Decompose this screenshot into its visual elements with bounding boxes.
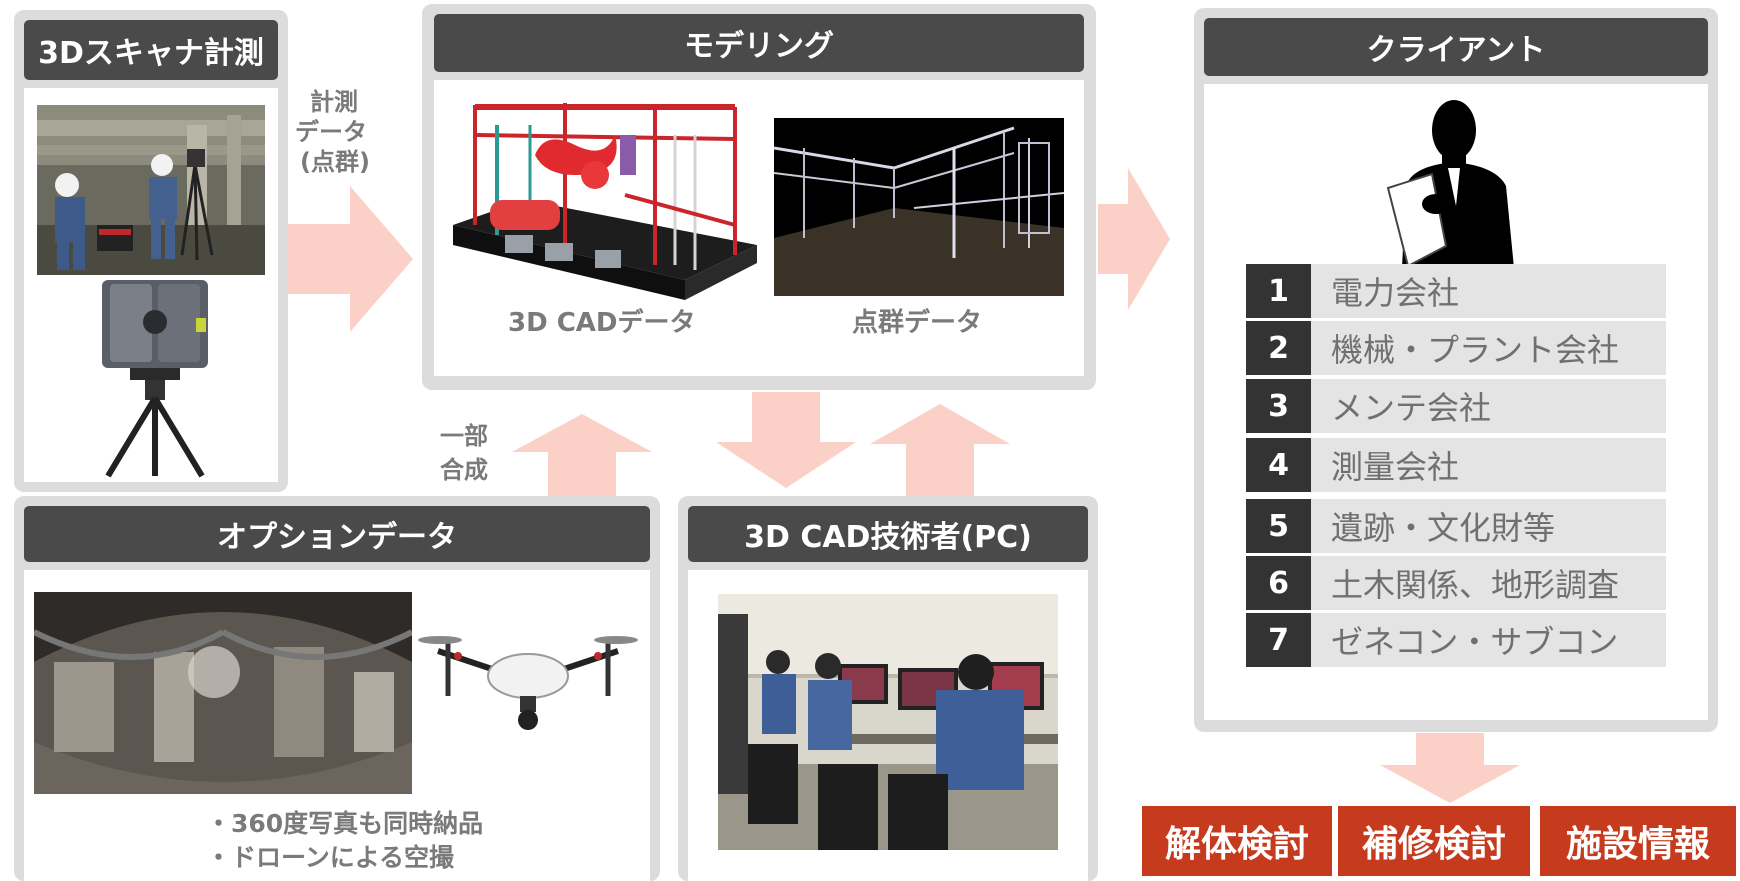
engineers-photo bbox=[718, 594, 1058, 850]
client-row-name: ゼネコン・サブコン bbox=[1311, 613, 1666, 667]
client-row: 2 機械・プラント会社 bbox=[1246, 321, 1666, 375]
client-row-number: 3 bbox=[1246, 379, 1311, 433]
point-cloud-image bbox=[774, 118, 1064, 296]
arrow-scan-to-modeling bbox=[288, 186, 413, 332]
arrow-engineers-to-modeling bbox=[870, 404, 1010, 496]
client-row-number: 6 bbox=[1246, 556, 1311, 610]
measure-data-label-line1: 計測 bbox=[310, 88, 358, 116]
client-row-number: 7 bbox=[1246, 613, 1311, 667]
arrow-client-to-outcomes bbox=[1380, 733, 1520, 803]
options-title: オプションデータ bbox=[24, 506, 650, 562]
client-row-name: 遺跡・文化財等 bbox=[1311, 499, 1666, 553]
modeling-title: モデリング bbox=[434, 14, 1084, 72]
laser-scanner-photo bbox=[90, 278, 220, 478]
client-row-number: 4 bbox=[1246, 438, 1311, 492]
client-row-number: 5 bbox=[1246, 499, 1311, 553]
options-note-360: ・360度写真も同時納品 bbox=[206, 809, 484, 838]
measure-data-label-line3: (点群) bbox=[300, 148, 370, 176]
client-row: 7 ゼネコン・サブコン bbox=[1246, 613, 1666, 667]
client-title: クライアント bbox=[1204, 18, 1708, 76]
pointcloud-data-caption: 点群データ bbox=[852, 308, 983, 338]
scanner-title: 3Dスキャナ計測 bbox=[24, 20, 278, 80]
options-note-drone: ・ドローンによる空撮 bbox=[206, 843, 455, 872]
measure-data-label-line2: データ bbox=[295, 118, 367, 146]
arrow-options-to-modeling bbox=[512, 414, 652, 496]
outcome-repair: 補修検討 bbox=[1338, 806, 1530, 876]
client-row-name: 電力会社 bbox=[1311, 264, 1666, 318]
outcome-facility-info: 施設情報 bbox=[1540, 806, 1736, 876]
cad-data-caption: 3D CADデータ bbox=[508, 308, 696, 338]
client-row-number: 1 bbox=[1246, 264, 1311, 318]
outcome-demolition: 解体検討 bbox=[1142, 806, 1332, 876]
client-row-name: メンテ会社 bbox=[1311, 379, 1666, 433]
partial-composite-label-line2: 合成 bbox=[440, 456, 488, 484]
cad-model-image bbox=[445, 95, 760, 305]
arrow-modeling-to-client bbox=[1098, 168, 1170, 310]
businessman-icon bbox=[1382, 96, 1522, 268]
scanning-workers-photo bbox=[37, 105, 265, 275]
client-row: 1 電力会社 bbox=[1246, 264, 1666, 318]
client-row-number: 2 bbox=[1246, 321, 1311, 375]
client-row: 5 遺跡・文化財等 bbox=[1246, 499, 1666, 553]
client-row: 6 土木関係、地形調査 bbox=[1246, 556, 1666, 610]
drone-image bbox=[418, 626, 638, 746]
engineers-title: 3D CAD技術者(PC) bbox=[688, 506, 1088, 562]
client-row-name: 機械・プラント会社 bbox=[1311, 321, 1666, 375]
client-row: 3 メンテ会社 bbox=[1246, 379, 1666, 433]
client-row-name: 土木関係、地形調査 bbox=[1311, 556, 1666, 610]
panorama-360-photo bbox=[34, 592, 412, 794]
partial-composite-label-line1: 一部 bbox=[440, 422, 488, 450]
arrow-modeling-to-engineers bbox=[716, 392, 856, 488]
client-row-name: 測量会社 bbox=[1311, 438, 1666, 492]
client-row: 4 測量会社 bbox=[1246, 438, 1666, 492]
